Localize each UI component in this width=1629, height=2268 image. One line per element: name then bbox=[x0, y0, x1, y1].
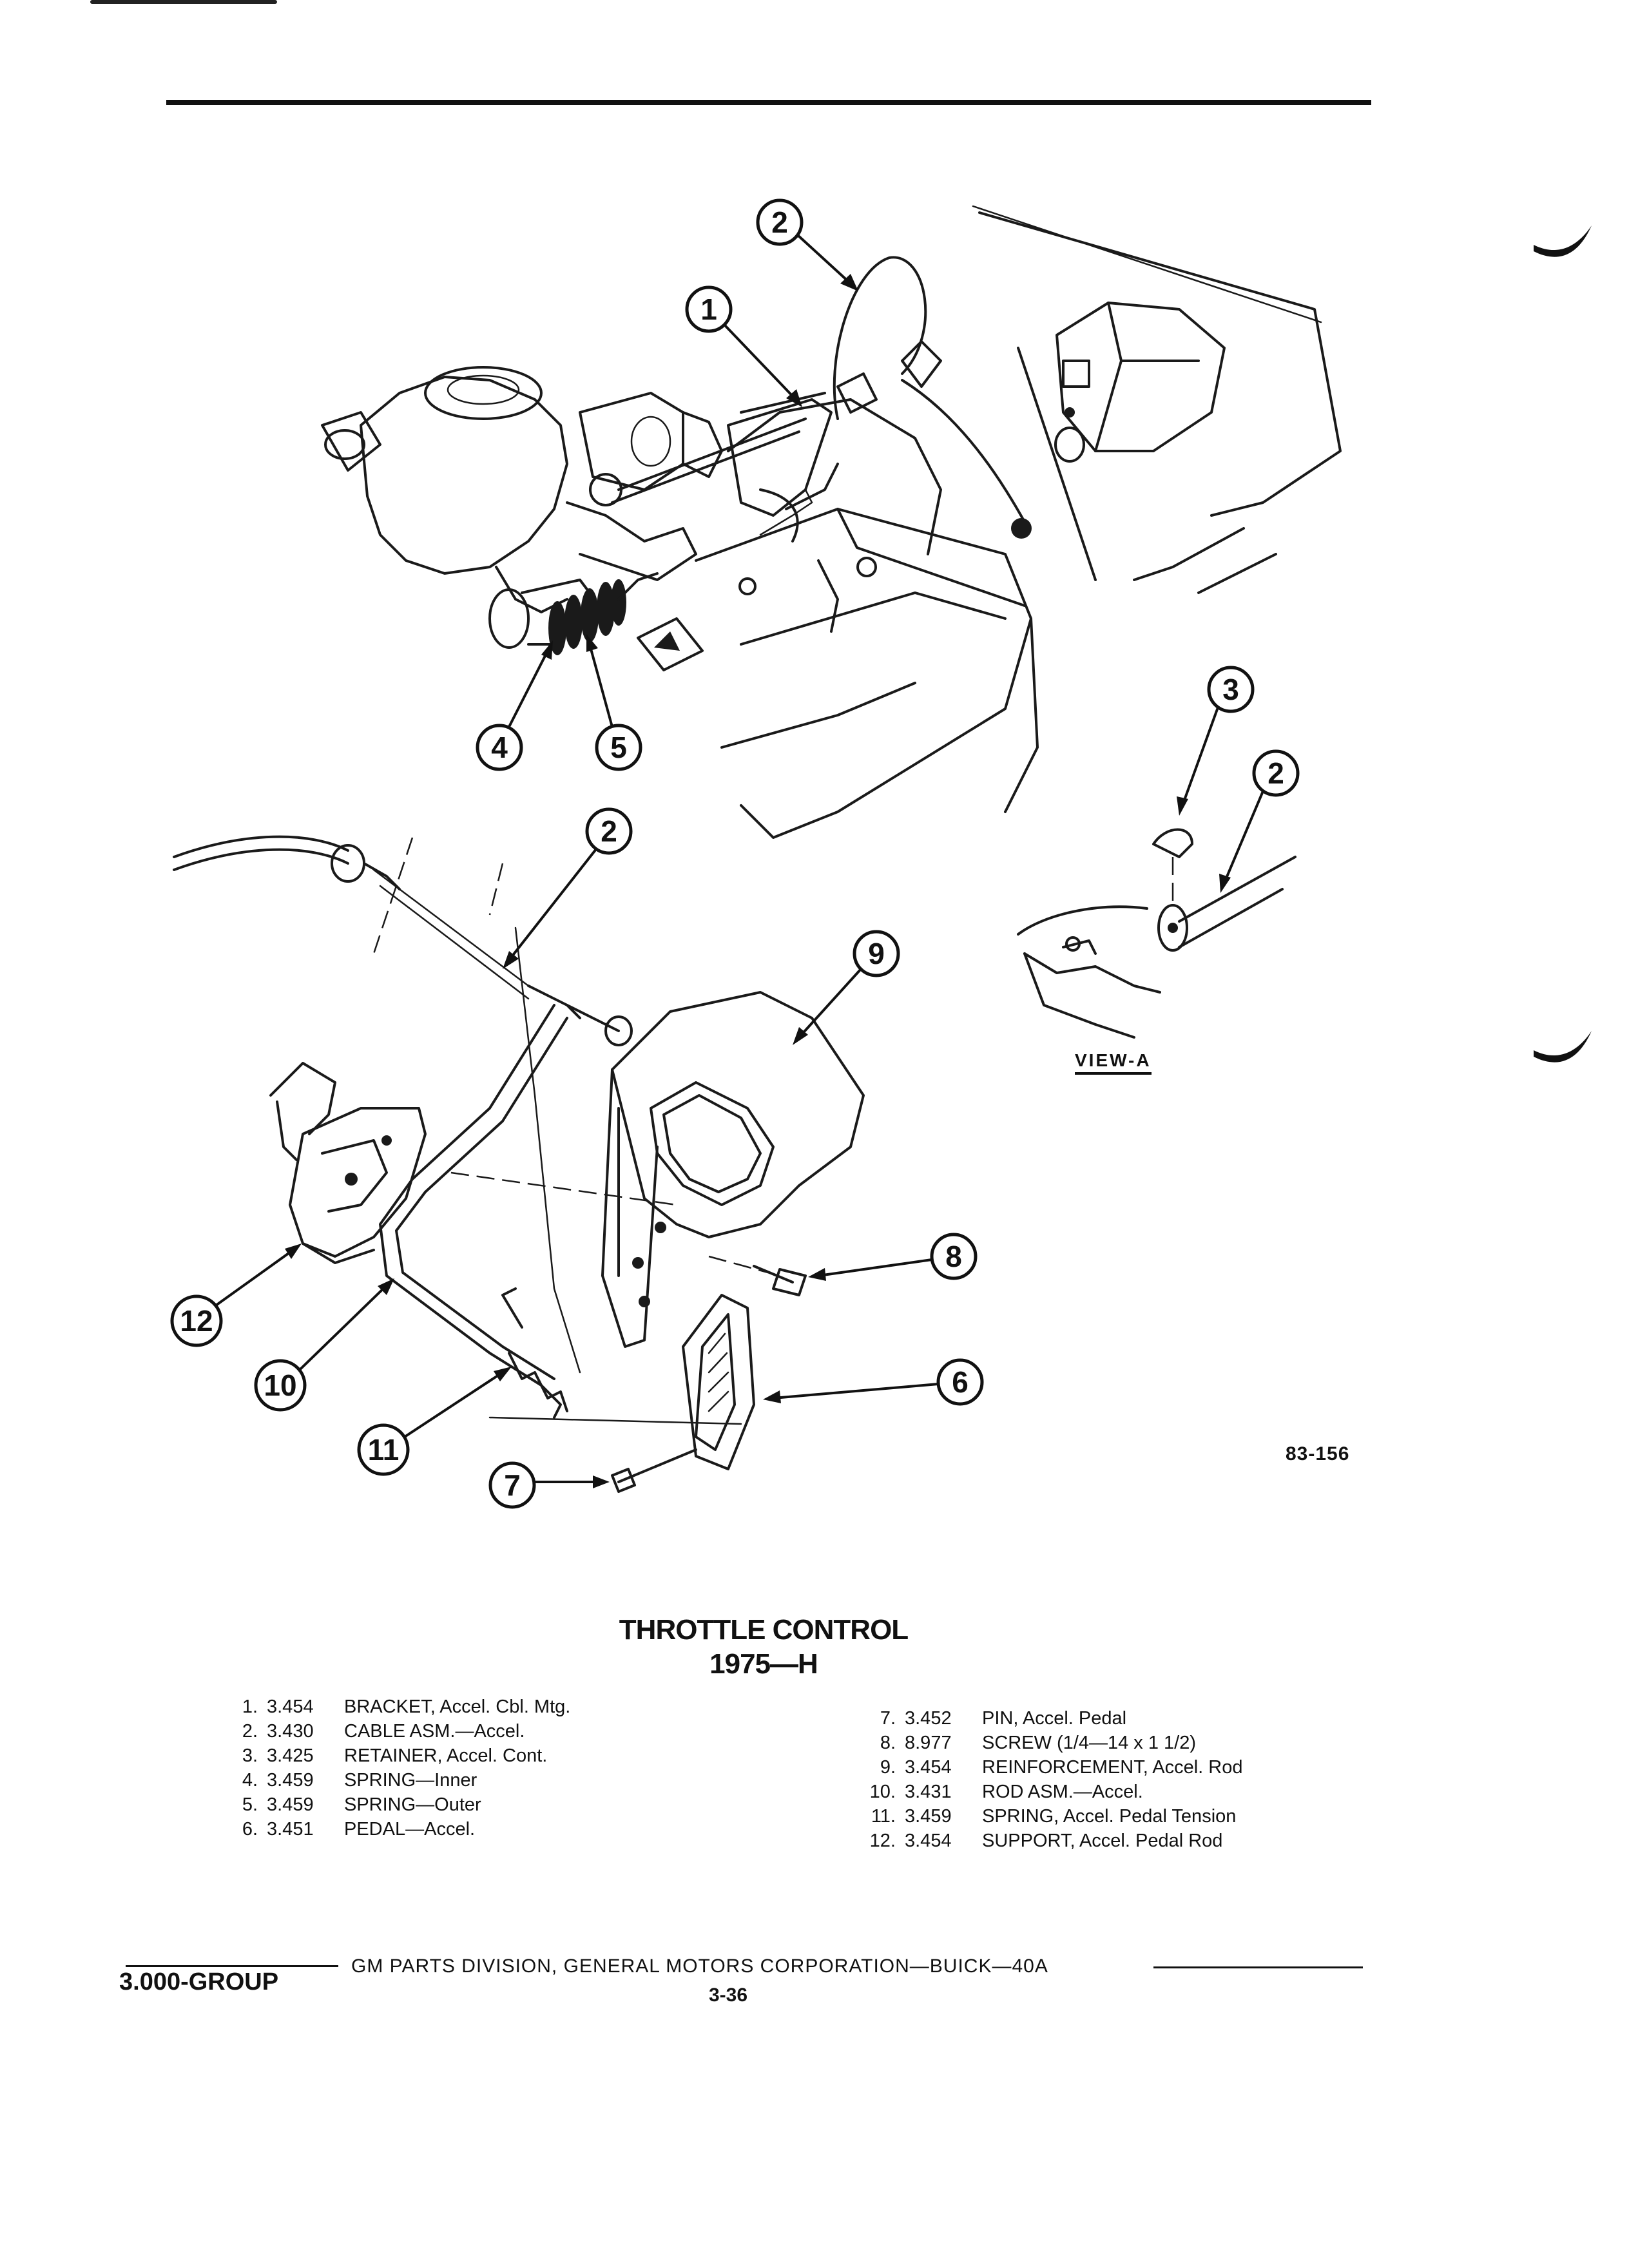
callout-8: 8 bbox=[808, 1233, 978, 1281]
svg-text:3: 3 bbox=[1222, 673, 1239, 706]
scan-corner-mark bbox=[90, 0, 277, 4]
svg-text:7: 7 bbox=[504, 1468, 521, 1502]
footer-rule-left bbox=[126, 1965, 338, 1967]
svg-text:9: 9 bbox=[868, 937, 885, 970]
callout-2-upper: 2 bbox=[756, 198, 858, 291]
svg-text:1: 1 bbox=[700, 293, 717, 326]
engine-block bbox=[611, 205, 1342, 839]
callout-4: 4 bbox=[476, 640, 553, 771]
svg-text:10: 10 bbox=[264, 1369, 296, 1402]
view-a-label: VIEW-A bbox=[1075, 1050, 1152, 1075]
callout-1: 1 bbox=[685, 285, 802, 407]
svg-text:2: 2 bbox=[771, 206, 788, 239]
group-label: 3.000-GROUP bbox=[119, 1968, 279, 1995]
svg-text:12: 12 bbox=[180, 1304, 213, 1338]
callout-11: 11 bbox=[357, 1367, 512, 1476]
callout-10: 10 bbox=[254, 1278, 394, 1412]
callout-5: 5 bbox=[586, 634, 642, 771]
callout-12: 12 bbox=[170, 1244, 302, 1347]
callout-2-view-a: 2 bbox=[1219, 749, 1300, 893]
callout-7: 7 bbox=[488, 1461, 610, 1509]
callout-3: 3 bbox=[1177, 666, 1255, 816]
svg-text:4: 4 bbox=[491, 731, 508, 764]
svg-text:6: 6 bbox=[952, 1365, 969, 1399]
throttle-control-diagram: 1 2 2 2 3 4 5 6 bbox=[170, 198, 1592, 1509]
callout-9: 9 bbox=[793, 930, 900, 1045]
svg-text:11: 11 bbox=[368, 1433, 400, 1466]
header-rule bbox=[166, 100, 1371, 105]
svg-text:2: 2 bbox=[1268, 756, 1284, 790]
figure-code: 83-156 bbox=[1286, 1443, 1350, 1465]
callout-6: 6 bbox=[763, 1358, 984, 1406]
callout-2-mid: 2 bbox=[503, 807, 633, 969]
pedal-assembly bbox=[173, 835, 865, 1493]
footer-publisher: GM PARTS DIVISION, GENERAL MOTORS CORPOR… bbox=[351, 1956, 1048, 1977]
page-subtitle: 1975—H bbox=[709, 1648, 818, 1680]
carburetor-assembly bbox=[321, 366, 723, 671]
view-a-detail bbox=[1017, 828, 1296, 1039]
svg-text:2: 2 bbox=[601, 814, 617, 848]
page-number: 3-36 bbox=[709, 1984, 748, 2006]
svg-text:5: 5 bbox=[610, 731, 627, 764]
page-title: THROTTLE CONTROL bbox=[619, 1614, 909, 1646]
footer-rule-right bbox=[1153, 1966, 1363, 1968]
svg-text:8: 8 bbox=[945, 1240, 962, 1273]
